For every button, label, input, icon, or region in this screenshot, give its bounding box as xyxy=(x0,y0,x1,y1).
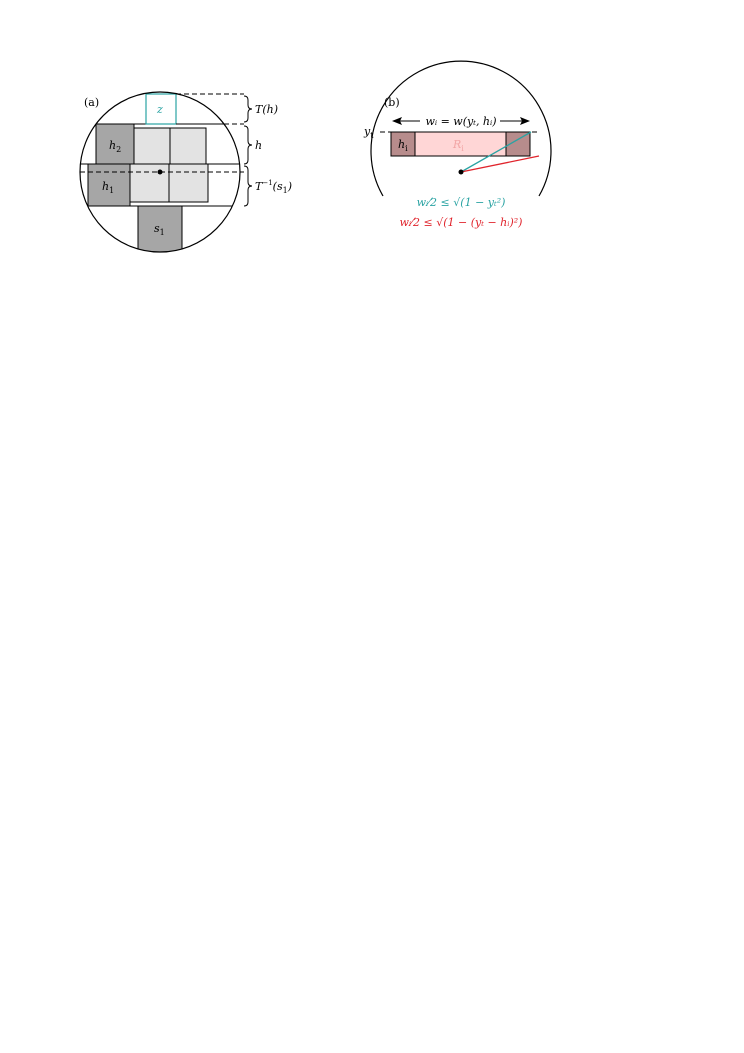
width-label: wᵢ = w(yₜ, hᵢ) xyxy=(425,115,496,128)
brace-mid-label: h xyxy=(255,139,262,152)
box-s1 xyxy=(137,205,183,252)
formula-teal: wᵢ⁄2 ≤ √(1 − yₜ²) xyxy=(417,196,506,209)
box-z xyxy=(145,93,177,125)
panel-a-clipped-content xyxy=(80,93,240,252)
box-light-lower-2 xyxy=(168,163,209,203)
brace-top xyxy=(243,95,253,123)
box-h2 xyxy=(95,123,135,165)
hi-label: hi xyxy=(398,138,408,153)
strip-hi-left xyxy=(390,131,416,157)
panel-b: (b) yt wᵢ = w(yₜ, hᵢ) hi Ri wᵢ⁄2 ≤ √(1 −… xyxy=(363,60,552,229)
box-z-label: z xyxy=(156,103,163,116)
panel-b-label: (b) xyxy=(384,96,400,109)
panel-a: (a) z h2 h1 xyxy=(79,91,292,253)
teal-radius xyxy=(460,131,532,173)
formula-red: wᵢ⁄2 ≤ √(1 − (yₜ − hᵢ)²) xyxy=(400,216,523,229)
brace-bottom xyxy=(243,165,253,207)
panel-a-center-dot xyxy=(157,169,163,175)
brace-mid xyxy=(243,125,253,165)
panel-b-center-dot xyxy=(458,169,464,175)
brace-top-label: T(h) xyxy=(255,103,278,116)
brace-bottom-label: T−1(s1) xyxy=(255,179,292,195)
box-h2-label: h2 xyxy=(109,139,121,154)
width-arrowhead-right xyxy=(520,117,530,125)
box-h1-label: h1 xyxy=(102,180,114,195)
box-s1-label: s1 xyxy=(154,222,165,237)
box-light-upper-2 xyxy=(169,127,207,165)
ri-label: Ri xyxy=(452,138,464,153)
width-arrowhead-left xyxy=(392,117,402,125)
panel-b-arc xyxy=(370,60,552,197)
red-radius xyxy=(460,155,540,173)
box-h1 xyxy=(87,163,131,207)
box-light-lower-1 xyxy=(129,163,170,203)
panel-a-circle xyxy=(79,91,241,253)
panel-a-label: (a) xyxy=(84,96,99,109)
yt-label: yt xyxy=(363,125,374,140)
box-light-upper-1 xyxy=(133,127,171,165)
